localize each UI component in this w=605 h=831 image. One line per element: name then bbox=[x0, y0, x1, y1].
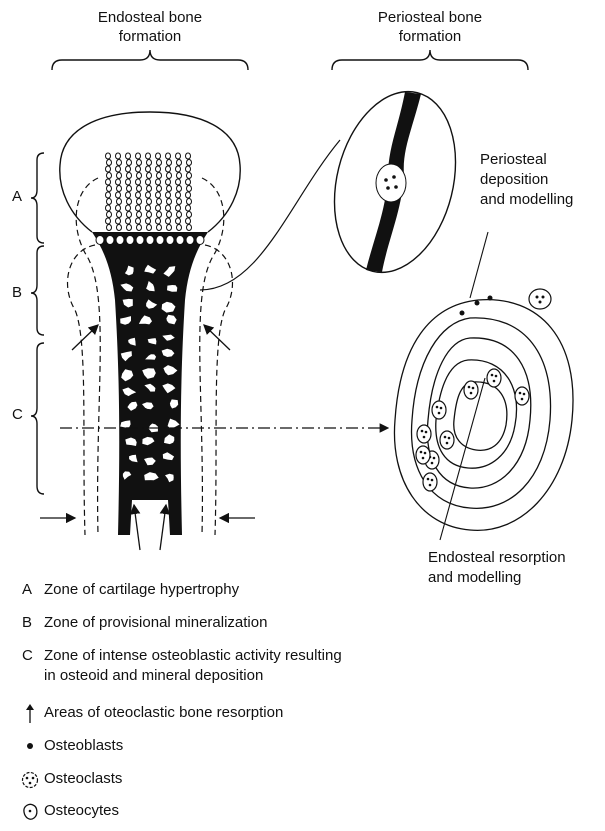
zone-b-brace bbox=[31, 246, 44, 335]
zone-c-brace bbox=[31, 343, 44, 494]
arrow-icon bbox=[20, 703, 40, 725]
epiphysis-outline bbox=[60, 112, 240, 232]
bone-formation-diagram bbox=[0, 0, 605, 560]
legend-text: Osteocytes bbox=[44, 801, 564, 821]
mineralization-row bbox=[96, 236, 204, 245]
legend-text: Zone of cartilage hypertrophy bbox=[44, 580, 564, 600]
osteoblast-dot bbox=[475, 301, 480, 306]
resorption-arrow-right bbox=[204, 325, 230, 350]
legend-item-osteocytes: Osteocytes bbox=[0, 801, 605, 829]
legend-text: Osteoblasts bbox=[44, 736, 564, 756]
periosteal-deposition-label: Periosteal deposition and modelling bbox=[480, 150, 605, 210]
endosteal-formation-label: Endosteal bone formation bbox=[75, 8, 225, 46]
dashed-outline-inner bbox=[76, 178, 100, 535]
resorption-arrow-left bbox=[72, 325, 98, 350]
osteoclast-icon bbox=[20, 769, 40, 791]
osteoblast-dot-icon bbox=[20, 736, 40, 758]
periosteal-brace bbox=[332, 50, 528, 70]
chondrocyte-columns bbox=[106, 153, 192, 231]
dashed-outline-outer-right bbox=[205, 245, 232, 535]
endosteal-brace bbox=[52, 50, 248, 70]
dashed-outline-outer bbox=[68, 245, 95, 535]
inset-connector bbox=[200, 140, 340, 290]
legend-text: Osteoclasts bbox=[44, 769, 564, 789]
dashed-outline-inner-right bbox=[200, 178, 224, 535]
zone-b-letter: B bbox=[12, 284, 22, 301]
legend-key: B bbox=[22, 613, 32, 632]
legend-text: Areas of oteoclastic bone resorption bbox=[44, 703, 564, 723]
legend-key: C bbox=[22, 646, 33, 665]
legend-item-osteoclasts: Osteoclasts bbox=[0, 769, 605, 797]
legend-text: Zone of provisional mineralization bbox=[44, 613, 564, 633]
legend-item-arrow: Areas of oteoclastic bone resorption bbox=[0, 703, 605, 731]
legend-item-b: B Zone of provisional mineralization bbox=[0, 613, 605, 641]
zone-a-letter: A bbox=[12, 188, 22, 205]
osteoblast-dot bbox=[460, 311, 465, 316]
resorption-arrow-inner-left bbox=[134, 505, 140, 550]
periosteal-pointer bbox=[470, 232, 488, 298]
zone-c-letter: C bbox=[12, 406, 23, 423]
periosteal-osteocyte bbox=[529, 289, 551, 309]
resorption-arrow-inner-right bbox=[160, 505, 166, 550]
zone-a-brace bbox=[31, 153, 44, 243]
diaphysis-bone bbox=[92, 232, 208, 535]
legend-item-c: C Zone of intense osteoblastic activity … bbox=[0, 646, 605, 694]
legend-text: Zone of intense osteoblastic activity re… bbox=[44, 646, 564, 686]
osteocyte-icon bbox=[20, 801, 40, 823]
cross-section bbox=[394, 300, 573, 531]
osteoblast-dot bbox=[488, 296, 493, 301]
periosteal-formation-label: Periosteal bone formation bbox=[350, 8, 510, 46]
legend-item-osteoblasts: Osteoblasts bbox=[0, 736, 605, 764]
legend-item-a: A Zone of cartilage hypertrophy bbox=[0, 580, 605, 608]
legend-key: A bbox=[22, 580, 32, 599]
inset-osteocyte bbox=[376, 164, 406, 202]
